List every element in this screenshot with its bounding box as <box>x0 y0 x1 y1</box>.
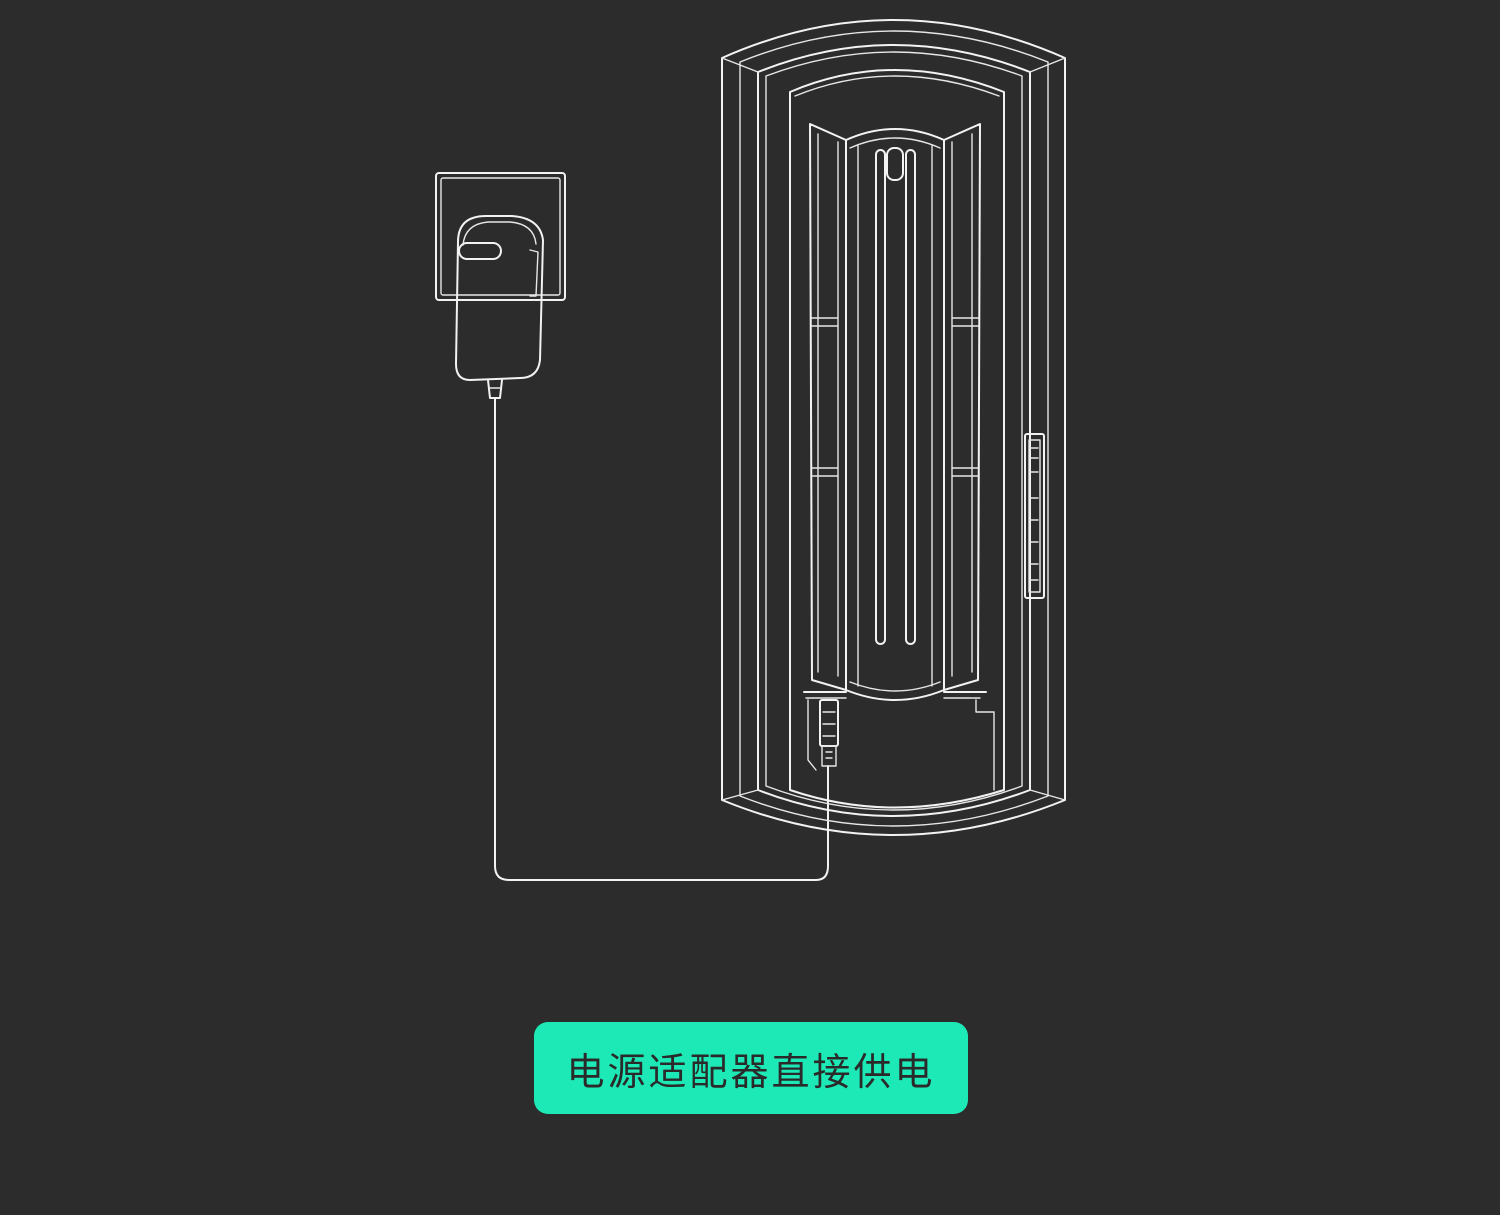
connector-plug-icon <box>819 699 839 767</box>
caption-label: 电源适配器直接供电 <box>566 1049 936 1094</box>
caption-badge: 电源适配器直接供电 <box>534 1022 968 1114</box>
power-supply-illustration <box>435 19 1066 881</box>
power-adapter-icon <box>455 215 544 399</box>
outdoor-unit-icon <box>721 19 1066 836</box>
power-cable-icon <box>494 397 829 881</box>
wall-socket-icon <box>435 172 566 301</box>
